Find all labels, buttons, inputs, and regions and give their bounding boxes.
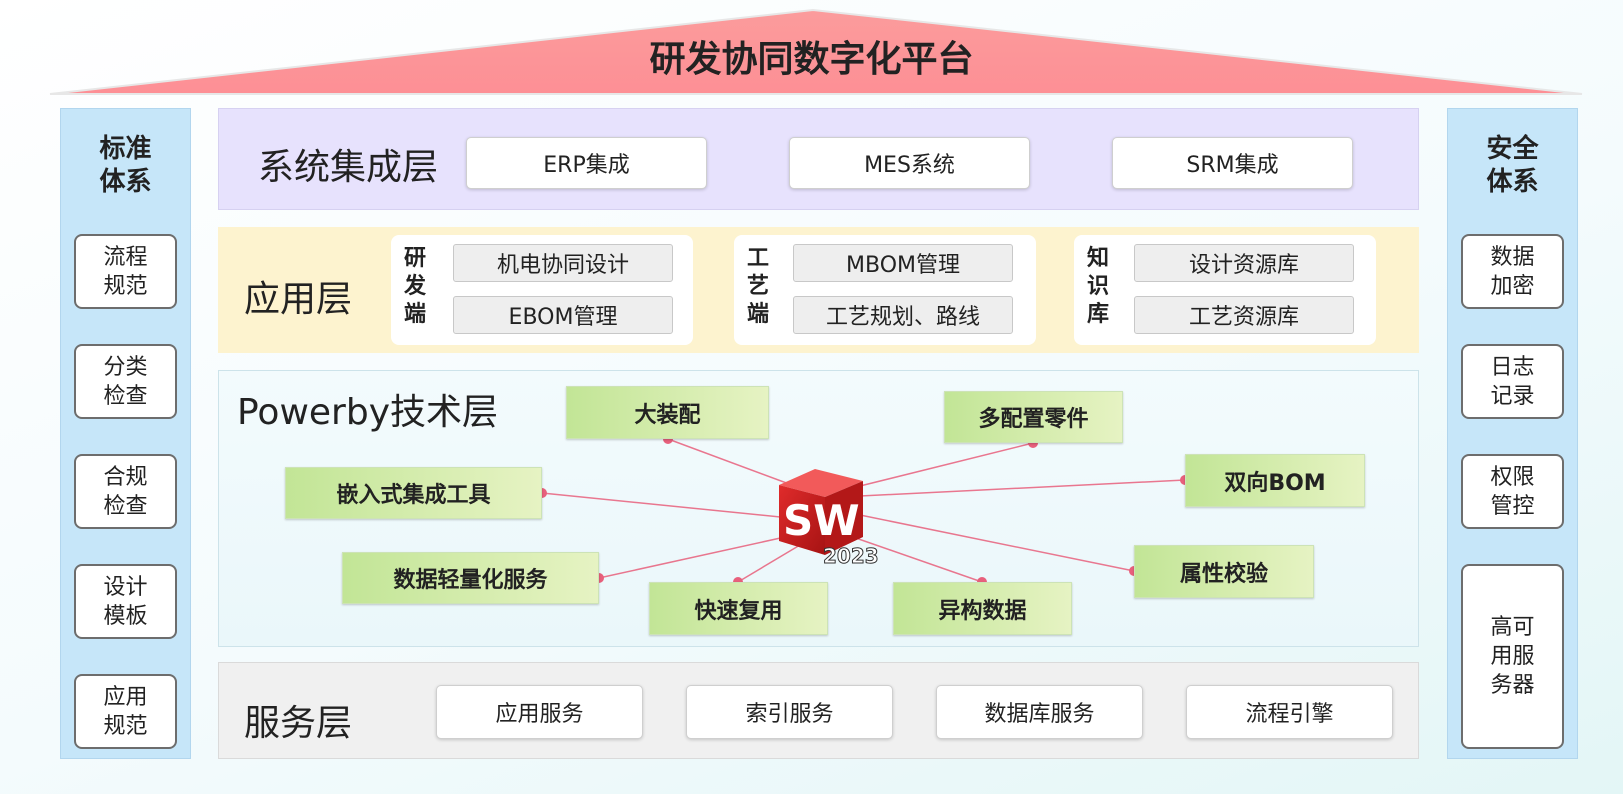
node-quick-reuse[interactable]: 快速复用 bbox=[649, 582, 828, 635]
platform-title: 研发协同数字化平台 bbox=[649, 39, 974, 80]
app-group-knowledge-label: 知 识 库 bbox=[1086, 246, 1109, 327]
node-data-lightweight-service[interactable]: 数据轻量化服务 bbox=[342, 552, 599, 604]
node-large-assembly[interactable]: 大装配 bbox=[566, 386, 769, 439]
app-item-process-planning[interactable]: 工艺规划、路线 bbox=[793, 296, 1013, 334]
roof-banner bbox=[49, 8, 1583, 95]
logo-letters: SW bbox=[783, 496, 860, 545]
side-item-design-template[interactable]: 设计 模板 bbox=[74, 564, 177, 639]
node-heterogeneous-data[interactable]: 异构数据 bbox=[893, 582, 1072, 635]
system-layer-title: 系统集成层 bbox=[258, 147, 439, 188]
standard-system-title: 标准 体系 bbox=[99, 134, 152, 197]
erp-integration-box[interactable]: ERP集成 bbox=[466, 137, 707, 189]
app-item-design-resource[interactable]: 设计资源库 bbox=[1134, 244, 1354, 282]
side-item-process-spec[interactable]: 流程 规范 bbox=[74, 234, 177, 309]
app-group-rd-label: 研 发 端 bbox=[403, 246, 426, 327]
side-item-classification-check[interactable]: 分类 检查 bbox=[74, 344, 177, 419]
app-item-ebom[interactable]: EBOM管理 bbox=[453, 296, 673, 334]
node-attribute-validation[interactable]: 属性校验 bbox=[1134, 545, 1314, 598]
logo-year: 2023 bbox=[823, 544, 879, 568]
side-item-ha-server[interactable]: 高可 用服 务器 bbox=[1461, 564, 1564, 749]
service-workflow-engine[interactable]: 流程引擎 bbox=[1186, 685, 1393, 739]
tech-layer-title: Powerby技术层 bbox=[237, 392, 499, 433]
app-group-process-label: 工 艺 端 bbox=[746, 246, 769, 327]
side-item-application-spec[interactable]: 应用 规范 bbox=[74, 674, 177, 749]
side-item-data-encryption[interactable]: 数据 加密 bbox=[1461, 234, 1564, 309]
node-embedded-integration-tools[interactable]: 嵌入式集成工具 bbox=[285, 467, 542, 519]
mes-system-box[interactable]: MES系统 bbox=[789, 137, 1030, 189]
service-app[interactable]: 应用服务 bbox=[436, 685, 643, 739]
service-layer-title: 服务层 bbox=[244, 703, 353, 744]
app-item-mbom[interactable]: MBOM管理 bbox=[793, 244, 1013, 282]
security-system-title: 安全 体系 bbox=[1486, 134, 1539, 197]
standard-system-column bbox=[60, 108, 191, 759]
side-item-permission-control[interactable]: 权限 管控 bbox=[1461, 454, 1564, 529]
node-multi-config-parts[interactable]: 多配置零件 bbox=[944, 391, 1123, 443]
side-item-log-record[interactable]: 日志 记录 bbox=[1461, 344, 1564, 419]
node-bidirectional-bom[interactable]: 双向BOM bbox=[1185, 454, 1365, 507]
app-layer-title: 应用层 bbox=[244, 279, 353, 320]
service-database[interactable]: 数据库服务 bbox=[936, 685, 1143, 739]
service-index[interactable]: 索引服务 bbox=[686, 685, 893, 739]
srm-integration-box[interactable]: SRM集成 bbox=[1112, 137, 1353, 189]
app-item-mechatronics-design[interactable]: 机电协同设计 bbox=[453, 244, 673, 282]
app-item-process-resource[interactable]: 工艺资源库 bbox=[1134, 296, 1354, 334]
solidworks-logo: SW 2023 bbox=[779, 469, 879, 568]
side-item-compliance-check[interactable]: 合规 检查 bbox=[74, 454, 177, 529]
